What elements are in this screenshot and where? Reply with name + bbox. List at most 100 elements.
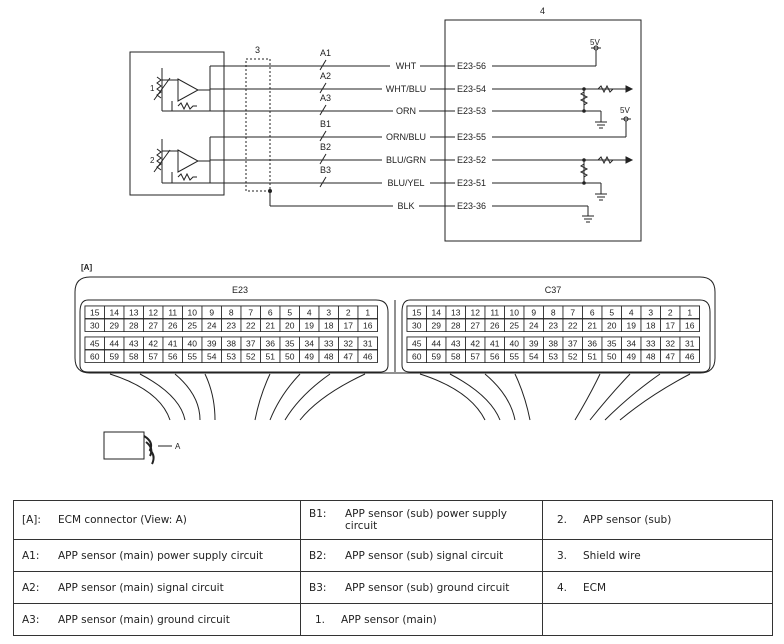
legend-key: 3. — [557, 549, 568, 562]
circuit-A1: A1 WHT E23-56 — [210, 48, 596, 71]
pin-number: 2 — [346, 308, 351, 318]
legend-text: ECM connector (View: A) — [58, 514, 187, 526]
pin-number: 40 — [188, 339, 198, 349]
ecm-terminal-label: E23-36 — [457, 201, 486, 211]
pin-cell — [357, 349, 378, 363]
legend-key: 4. — [557, 581, 568, 594]
pin-number: 23 — [227, 321, 237, 331]
pin-number: 21 — [588, 321, 598, 331]
pin-number: 31 — [363, 339, 373, 349]
legend-text: APP sensor (main) ground circuit — [58, 613, 230, 626]
pin-number: 21 — [266, 321, 276, 331]
legend-key: A3: — [22, 613, 40, 626]
legend-cell: 2.APP sensor (sub) — [542, 500, 773, 540]
circuit-B1: B1 ORN/BLU E23-55 — [210, 119, 626, 142]
pin-cell — [357, 305, 378, 319]
pin-number: 60 — [412, 352, 422, 362]
view-arrow-label: A — [175, 442, 181, 451]
pin-cell — [679, 349, 700, 363]
ecm-terminal-label: E23-51 — [457, 178, 486, 188]
legend-cell: [A]:ECM connector (View: A) — [13, 500, 301, 540]
pin-number: 19 — [627, 321, 637, 331]
wire-color-label: BLU/YEL — [387, 178, 424, 188]
pin-number: 18 — [324, 321, 334, 331]
pin-number: 26 — [490, 321, 500, 331]
pin-number: 44 — [432, 339, 442, 349]
ecm-junction-dot — [582, 181, 586, 185]
pin-number: 34 — [305, 339, 315, 349]
pin-number: 6 — [590, 308, 595, 318]
pin-number: 2 — [668, 308, 673, 318]
pin-number: 35 — [607, 339, 617, 349]
pin-number: 7 — [248, 308, 253, 318]
pin-number: 57 — [471, 352, 481, 362]
pin-number: 22 — [246, 321, 256, 331]
pin-number: 29 — [110, 321, 120, 331]
pin-number: 7 — [570, 308, 575, 318]
pin-number: 11 — [168, 308, 177, 318]
ecm-junction-dot — [582, 158, 586, 162]
pin-number: 44 — [110, 339, 120, 349]
pin-number: 31 — [685, 339, 695, 349]
legend-key: 2. — [557, 514, 568, 526]
pin-number: 45 — [412, 339, 422, 349]
pin-number: 36 — [266, 339, 276, 349]
legend-key: A1: — [22, 549, 40, 562]
pin-number: 4 — [629, 308, 634, 318]
legend-text: Shield wire — [583, 549, 641, 562]
pin-number: 5 — [287, 308, 292, 318]
pin-number: 13 — [451, 308, 461, 318]
circuit-A3: A3 ORN E23-53 — [210, 93, 601, 116]
connector-name-C37: C37 — [545, 285, 562, 295]
app-sensor-main — [153, 66, 211, 112]
pin-number: 33 — [324, 339, 334, 349]
legend-key: B3: — [309, 581, 327, 594]
legend-text: APP sensor (main) — [341, 613, 437, 626]
pin-number: 33 — [646, 339, 656, 349]
pin-cell — [357, 318, 378, 332]
app-sensor-housing — [129, 51, 225, 196]
legend-key: 1. — [315, 613, 326, 626]
legend-text: APP sensor (main) signal circuit — [58, 581, 224, 594]
legend-row: A3: APP sensor (main) ground circuit 1. AP… — [13, 603, 773, 636]
pin-number: 42 — [149, 339, 159, 349]
pin-number: 58 — [129, 352, 139, 362]
legend-key: B2: — [309, 549, 327, 562]
pin-cell — [679, 336, 700, 350]
pin-number: 35 — [285, 339, 295, 349]
ecm-terminal-label: E23-55 — [457, 132, 486, 142]
pin-number: 24 — [207, 321, 217, 331]
pin-number: 51 — [266, 352, 276, 362]
pin-number: 29 — [432, 321, 442, 331]
pin-number: 19 — [305, 321, 315, 331]
pin-number: 45 — [90, 339, 100, 349]
wire-color-label: BLK — [397, 201, 414, 211]
pin-number: 50 — [285, 352, 295, 362]
legend-cell: B2:APP sensor (sub) signal circuit — [300, 539, 543, 572]
pin-number: 12 — [471, 308, 481, 318]
legend-cell: 4.ECM — [542, 571, 773, 604]
pin-cell — [679, 318, 700, 332]
pin-number: 55 — [188, 352, 198, 362]
pin-number: 25 — [510, 321, 520, 331]
pin-number: 59 — [110, 352, 120, 362]
pin-number: 56 — [168, 352, 178, 362]
ecm-box — [444, 19, 642, 242]
wire-color-label: WHT/BLU — [386, 84, 427, 94]
legend-table: [A]:ECM connector (View: A) B1:APP senso… — [13, 500, 773, 636]
pin-number: 32 — [344, 339, 354, 349]
pin-number: 14 — [432, 308, 442, 318]
legend-cell: B1:APP sensor (sub) power supply circuit — [300, 500, 543, 540]
connector-shell-E23 — [79, 299, 389, 373]
pin-number: 42 — [471, 339, 481, 349]
connector-outline — [74, 276, 716, 374]
wiring-diagram: 3 4 1 2 A1 WHT E23-56 — [74, 6, 716, 465]
pin-number: 20 — [285, 321, 295, 331]
pin-number: 46 — [363, 352, 373, 362]
pin-number: 5 — [609, 308, 614, 318]
pin-number: 46 — [685, 352, 695, 362]
pin-number: 39 — [207, 339, 217, 349]
legend-row: A2:APP sensor (main) signal circuit B3:A… — [13, 571, 773, 604]
sensor-sub-callout: 2 — [150, 156, 155, 165]
pin-number: 43 — [129, 339, 139, 349]
